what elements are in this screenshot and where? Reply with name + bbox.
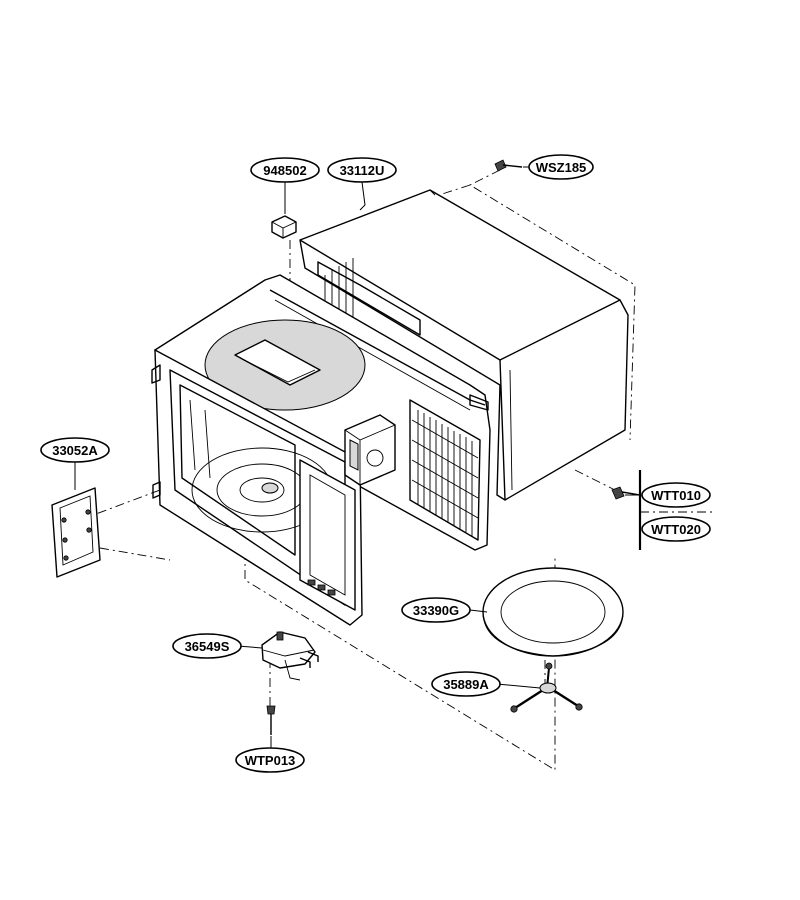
label-wtt010: WTT010 [641, 482, 711, 508]
part-948502-block [271, 215, 297, 239]
label-948502-text: 948502 [263, 163, 306, 178]
label-36549s: 36549S [172, 633, 242, 659]
part-35889a-roller-support [510, 662, 583, 713]
label-33052a-text: 33052A [52, 443, 98, 458]
label-wsz185: WSZ185 [528, 154, 594, 180]
part-36549s-motor [261, 631, 319, 681]
label-wtp013-text: WTP013 [245, 753, 296, 768]
oven-cavity-assembly [151, 274, 491, 626]
label-35889a: 35889A [431, 671, 501, 697]
part-wtp013-screw [266, 705, 276, 735]
part-wsz185-screw [494, 159, 523, 172]
leader-lines [74, 166, 645, 748]
label-33390g-text: 33390G [413, 603, 459, 618]
label-33052a: 33052A [40, 437, 110, 463]
label-wtt010-text: WTT010 [651, 488, 701, 503]
grille-panel [409, 399, 481, 541]
label-36549s-text: 36549S [185, 639, 230, 654]
label-948502: 948502 [250, 157, 320, 183]
magnetron-block [344, 414, 396, 486]
part-wtt010-screw [611, 470, 712, 550]
label-wtt020-text: WTT020 [651, 522, 701, 537]
label-33390g: 33390G [401, 597, 471, 623]
part-33052a-cover [51, 487, 101, 578]
label-35889a-text: 35889A [443, 677, 489, 692]
outer-cabinet [299, 189, 629, 501]
label-wtt020: WTT020 [641, 516, 711, 542]
cabinet-vents [317, 258, 421, 336]
label-wsz185-text: WSZ185 [536, 160, 587, 175]
label-wtp013: WTP013 [235, 747, 305, 773]
label-33112u-text: 33112U [340, 163, 385, 178]
label-33112u: 33112U [327, 157, 397, 183]
part-33390g-glass-tray [482, 567, 624, 657]
